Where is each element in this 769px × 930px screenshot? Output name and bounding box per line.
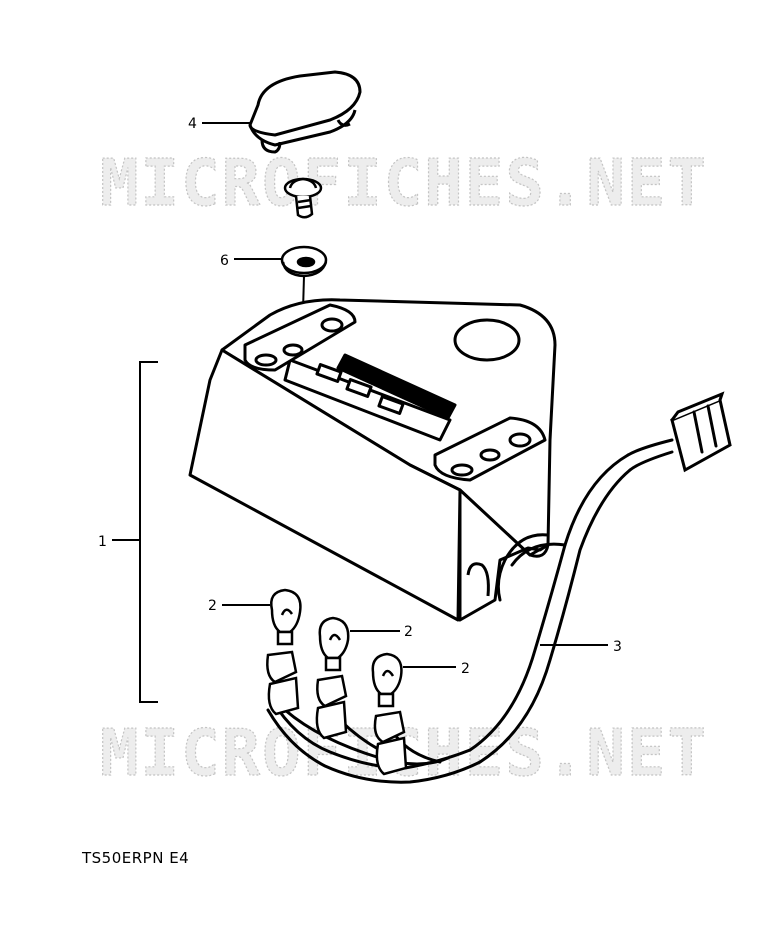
part-1-indicator-housing <box>188 298 557 622</box>
part-2-bulb-c <box>371 652 408 776</box>
callout-1: 1 <box>98 534 107 550</box>
callout-2a: 2 <box>208 598 217 614</box>
part-1-bracket <box>139 361 158 703</box>
callout-3: 3 <box>613 639 622 655</box>
part-2-bulb-b <box>315 616 350 740</box>
part-2-bulb-a <box>266 588 302 716</box>
screw <box>283 177 323 219</box>
watermark-top: MICROFICHES.NET <box>100 147 708 221</box>
part-6-washer <box>280 245 328 278</box>
part-4-cap <box>248 70 362 154</box>
callout-4: 4 <box>188 116 197 132</box>
callout-2c: 2 <box>461 661 470 677</box>
callout-2b: 2 <box>404 624 413 640</box>
part-3-wiring-harness <box>266 391 732 784</box>
figure-caption: TS50ERPN E4 <box>81 849 189 867</box>
callout-6: 6 <box>220 253 229 269</box>
